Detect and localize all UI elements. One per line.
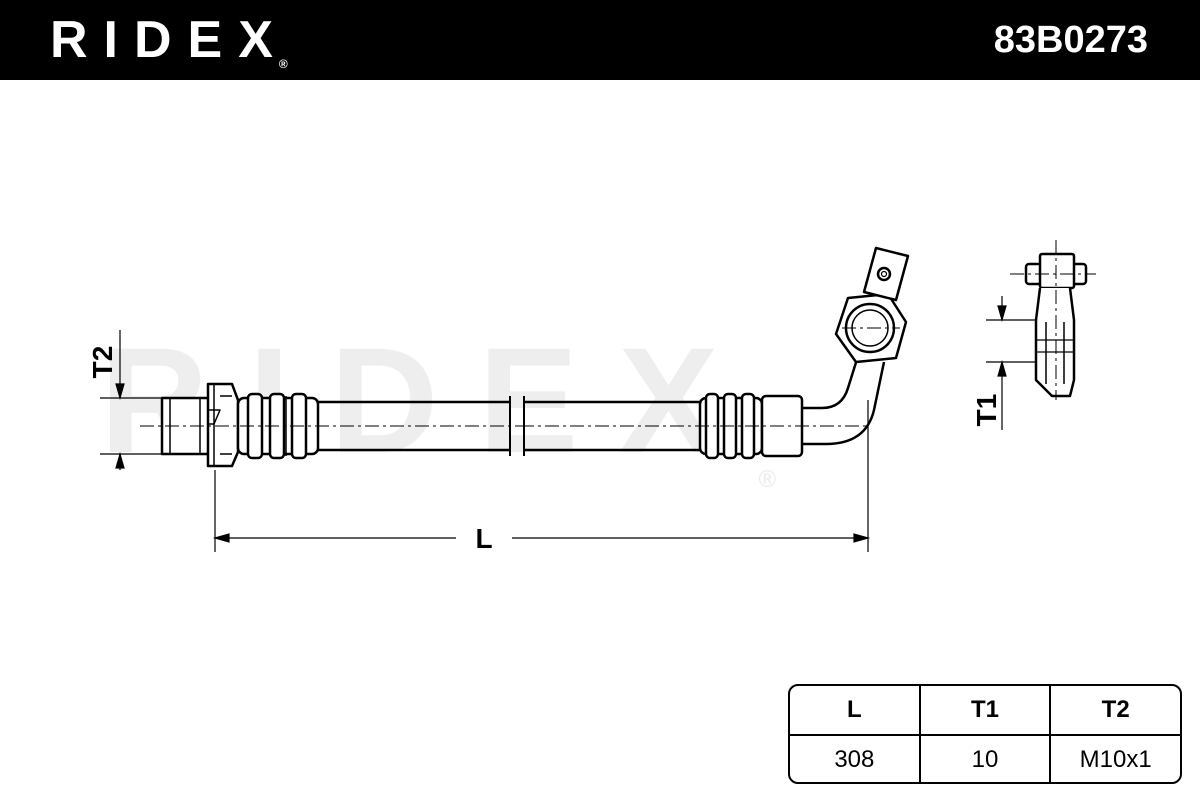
watermark-registered-mark: ®: [758, 466, 777, 493]
mounting-bracket: [862, 246, 910, 302]
spec-value-t1: 10: [918, 736, 1050, 782]
brake-hose-drawing: L T2 T1: [87, 240, 1096, 554]
dimension-l-label: L: [475, 523, 492, 554]
side-view-fitting: [1024, 252, 1088, 398]
dimension-t1: [986, 296, 1036, 430]
hose-body: [318, 396, 700, 456]
brand-logo: RIDEX®: [50, 6, 298, 74]
dimension-t2: [100, 330, 162, 470]
brand-text: RIDEX: [50, 11, 289, 69]
part-number: 83B0273: [993, 19, 1148, 61]
spec-table: L T1 T2 308 10 M10x1: [788, 684, 1182, 784]
spec-value-t2: M10x1: [1049, 736, 1180, 782]
brand-registered-mark: ®: [278, 57, 288, 71]
header-bar: RIDEX® 83B0273: [0, 0, 1200, 80]
spec-header-l: L: [847, 696, 862, 723]
spec-table-header-row: L T1 T2: [790, 686, 1180, 736]
spec-value-l: 308: [834, 746, 875, 773]
bent-steel-pipe: [802, 355, 886, 446]
left-threaded-fitting: [160, 382, 240, 468]
dimension-t2-label: T2: [87, 346, 118, 379]
spec-header-t1: T1: [918, 686, 1050, 734]
dimension-l: [212, 400, 871, 552]
dimension-t1-label: T1: [971, 394, 1002, 427]
spec-header-t2: T2: [1049, 686, 1180, 734]
spec-table-value-row: 308 10 M10x1: [790, 736, 1180, 782]
